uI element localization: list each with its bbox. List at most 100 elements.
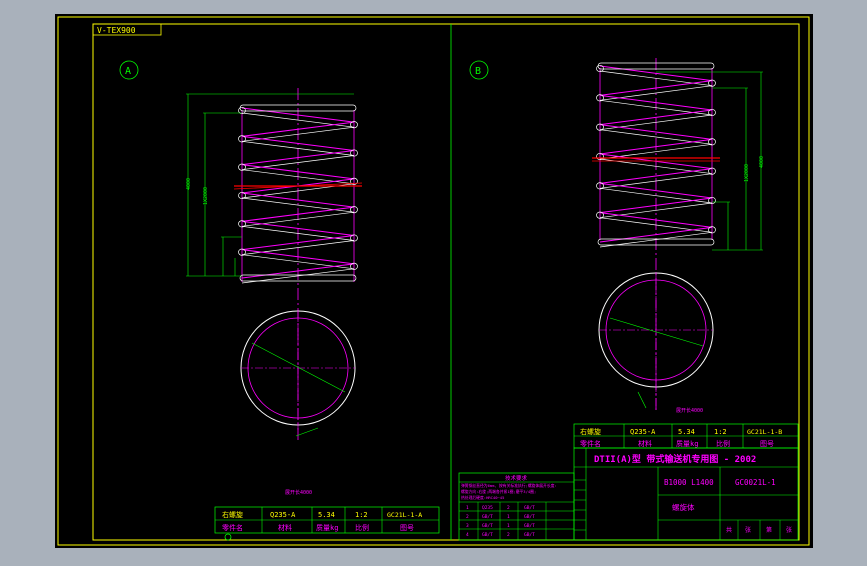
coil-end bbox=[350, 234, 358, 242]
notes-line-2: 螺旋方向:右旋;两端各并紧1圈;磨平3/4圈; bbox=[461, 489, 536, 494]
coil-end bbox=[596, 123, 604, 131]
notes-r1c3: 2 bbox=[507, 505, 510, 511]
coil-end-ring bbox=[597, 62, 715, 70]
code-box-text: V-TEX900 bbox=[97, 26, 136, 35]
coil-end bbox=[596, 182, 604, 190]
coil-strand bbox=[599, 182, 713, 199]
notes-r4c2: GB/T bbox=[482, 532, 493, 538]
coil-strand bbox=[599, 124, 713, 140]
right-table-r2c5: 图号 bbox=[760, 440, 774, 448]
notes-r1c4: GB/T bbox=[524, 505, 535, 511]
right-table-r1c3: 5.34 bbox=[678, 428, 695, 436]
right-spring-coils bbox=[596, 62, 716, 248]
coil-strand bbox=[241, 135, 355, 151]
inner-frame bbox=[92, 23, 800, 541]
coil-end bbox=[708, 167, 716, 175]
left-table-r1c2: Q235-A bbox=[270, 511, 296, 519]
left-table-r2c3: 质量kg bbox=[316, 523, 338, 532]
coil-strand bbox=[241, 121, 355, 137]
left-title-table: 右螺旋 Q235-A 5.34 1:2 GC21L-1-A 零件名 材料 质量k… bbox=[214, 506, 440, 534]
left-table-r2c4: 比例 bbox=[355, 523, 369, 532]
coil-end-ring bbox=[597, 238, 715, 246]
notes-header: 技术要求 bbox=[505, 474, 528, 482]
coil-end bbox=[596, 64, 604, 73]
right-section-circle bbox=[598, 272, 714, 412]
coil-strand bbox=[599, 109, 713, 126]
code-box bbox=[92, 23, 162, 36]
notes-line-3: 热处理后硬度:HRC40~45 bbox=[461, 495, 504, 500]
coil-end bbox=[596, 211, 604, 219]
coil-strand bbox=[241, 150, 355, 166]
coil-strand bbox=[599, 212, 713, 228]
left-table-r1c4: 1:2 bbox=[355, 511, 368, 519]
right-table-r2c2: 材料 bbox=[638, 439, 652, 448]
coil-end bbox=[708, 226, 716, 234]
sheet-label-4: 张 bbox=[786, 526, 792, 534]
coil-strand bbox=[241, 164, 355, 180]
coil-end bbox=[238, 106, 246, 115]
coil-strand bbox=[241, 192, 355, 208]
part-name: 螺旋体 bbox=[672, 502, 695, 512]
left-table-r1c5: GC21L-1-A bbox=[387, 511, 422, 519]
right-table-r1c4: 1:2 bbox=[714, 428, 727, 436]
left-table-r2c2: 材料 bbox=[278, 523, 292, 532]
notes-r1c2: Q235 bbox=[482, 505, 493, 511]
right-note: 展开长4000 bbox=[676, 407, 703, 414]
coil-end bbox=[350, 121, 358, 129]
coil-strand-outline bbox=[241, 268, 355, 284]
view-label-a-text: A bbox=[125, 66, 131, 77]
coil-strand bbox=[599, 138, 713, 155]
view-label-a: A bbox=[119, 60, 139, 80]
coil-end bbox=[350, 177, 358, 185]
coil-end bbox=[238, 248, 246, 256]
coil-end bbox=[350, 262, 358, 270]
notes-r2c2: GB/T bbox=[482, 514, 493, 520]
notes-r3c2: GB/T bbox=[482, 523, 493, 529]
coil-end-ring bbox=[239, 274, 357, 282]
coil-end bbox=[596, 94, 604, 102]
drawing-number: GC0021L-1 bbox=[735, 478, 776, 487]
coil-strand-outline bbox=[599, 231, 713, 248]
right-table-r2c1: 零件名 bbox=[580, 439, 601, 448]
coil-end bbox=[238, 220, 246, 228]
coil-end bbox=[708, 108, 716, 117]
svg-text:4000: 4000 bbox=[759, 156, 765, 168]
coil-strand bbox=[241, 263, 355, 279]
coil-end bbox=[596, 152, 604, 161]
coil-strand bbox=[599, 168, 713, 184]
coil-end bbox=[238, 135, 246, 143]
right-title-block: 右螺旋 Q235-A 5.34 1:2 GC21L-1-B 零件名 材料 质量k… bbox=[573, 423, 799, 541]
coil-strand bbox=[241, 206, 355, 222]
right-dimensions bbox=[656, 71, 763, 251]
notes-r2c4: GB/T bbox=[524, 514, 535, 520]
coil-strand bbox=[599, 65, 713, 82]
right-table-r1c5: GC21L-1-B bbox=[747, 428, 782, 436]
notes-table: 技术要求 弹簧钢丝直径为6mm, 按有关标准执行;螺旋体展开长度: 螺旋方向:右… bbox=[458, 472, 575, 541]
view-label-b-text: B bbox=[475, 66, 481, 77]
bottom-marker bbox=[224, 533, 232, 541]
left-spring: 4000 1X2000 bbox=[186, 88, 363, 440]
left-table-r2c5: 图号 bbox=[400, 524, 414, 532]
notes-r1c1: 1 bbox=[466, 505, 469, 511]
coil-strand bbox=[599, 226, 713, 243]
coil-strand bbox=[241, 249, 355, 265]
notes-r3c4: GB/T bbox=[524, 523, 535, 529]
left-table-r1c3: 5.34 bbox=[318, 511, 335, 519]
notes-r3c3: 1 bbox=[507, 523, 510, 529]
coil-strand bbox=[241, 220, 355, 236]
coil-end bbox=[350, 206, 358, 214]
left-spring-coils bbox=[238, 104, 358, 284]
notes-r2c3: 1 bbox=[507, 514, 510, 520]
sheet-label-3: 第 bbox=[766, 526, 772, 534]
coil-end bbox=[708, 79, 716, 87]
right-table-r1c2: Q235-A bbox=[630, 428, 656, 436]
coil-strand bbox=[599, 197, 713, 214]
left-table-r1c1: 右螺旋 bbox=[222, 510, 243, 519]
sheet-label-2: 张 bbox=[745, 526, 751, 534]
view-label-b: B bbox=[469, 60, 489, 80]
coil-end-ring bbox=[239, 104, 357, 112]
coil-strand bbox=[599, 94, 713, 111]
right-table-r1c1: 右螺旋 bbox=[580, 427, 601, 436]
